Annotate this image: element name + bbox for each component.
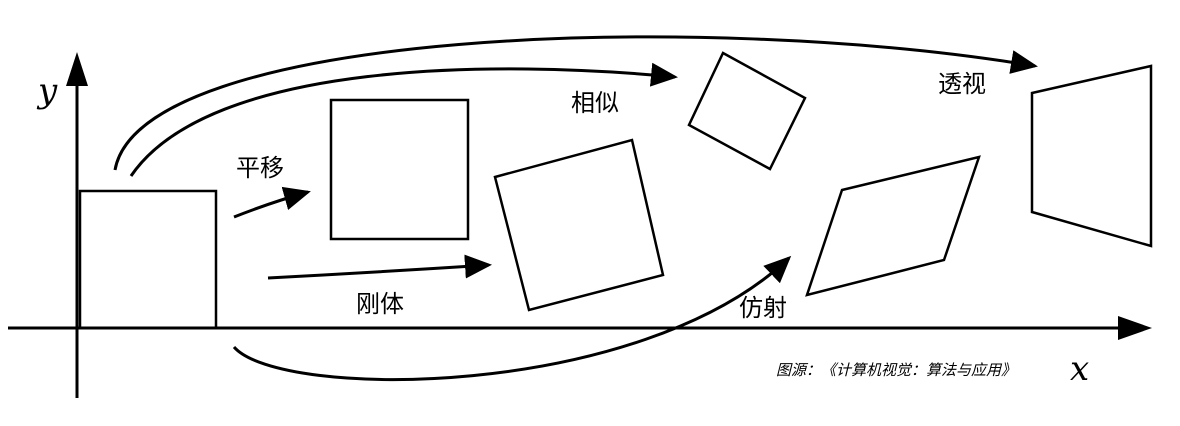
perspective-label: 透视 <box>938 70 986 98</box>
perspective-quad <box>1030 64 1153 248</box>
translation-arrow <box>233 186 311 219</box>
affine-arrow <box>232 255 792 382</box>
rigid-arrow <box>267 254 492 280</box>
x-axis-label: x <box>1070 349 1089 389</box>
similarity-square <box>687 51 807 171</box>
similarity-label: 相似 <box>571 89 619 117</box>
affine-parallelogram <box>805 155 981 297</box>
original-square <box>78 189 218 330</box>
y-axis-label: y <box>36 71 58 111</box>
x-axis-arrowhead <box>1118 316 1152 340</box>
perspective-arrow <box>113 35 1038 171</box>
rigid-label: 刚体 <box>356 290 404 318</box>
rigid-square <box>493 138 665 312</box>
translation-label: 平移 <box>236 154 284 182</box>
source-caption: 图源：《计算机视觉：算法与应用》 <box>776 361 1016 379</box>
y-axis-arrowhead <box>66 52 88 86</box>
similarity-arrow <box>129 62 678 177</box>
affine-label: 仿射 <box>739 294 787 322</box>
translated-square <box>329 98 470 241</box>
